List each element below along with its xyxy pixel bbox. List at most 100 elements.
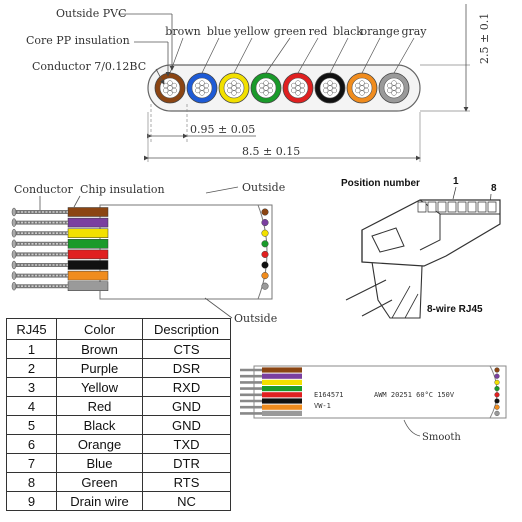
dim-height: 2.5 ± 0.1 [478,13,491,64]
flat-end-core [494,379,500,386]
flat-wire [240,373,302,379]
core-black [314,72,346,104]
color-name-orange: orange [360,25,399,38]
end-core [261,208,269,216]
contact-pin [417,201,427,213]
position-number-title: Position number [341,178,420,189]
color-name-red: red [309,25,328,38]
flat-end-core [494,404,500,410]
contact-pin [447,201,457,213]
core-brown [154,72,186,104]
print-line-2: VW-1 [314,402,331,410]
flat-wire [240,379,302,385]
color-name-brown: brown [165,25,200,38]
flat-end-core [494,398,500,404]
flat-wire-group [240,367,302,416]
core-orange [346,72,378,104]
core-gray [378,72,410,104]
flat-end-core [494,386,500,392]
pin-description: DTR [142,453,231,473]
color-name-yellow: yellow [233,25,270,38]
dim-width: 8.5 ± 0.15 [242,145,300,158]
end-core [261,219,269,227]
pin-color: Red [56,396,143,416]
pin-number: 5 [6,415,57,435]
flat-end-core [494,410,500,417]
pin-number: 3 [6,377,57,397]
contact-pin [467,201,477,213]
pin-description: RTS [142,472,231,492]
contact-pin [487,201,497,213]
label-conductor-side: Conductor [14,183,73,196]
flat-end-core [494,392,500,398]
end-core [261,282,269,290]
pin-description: GND [142,396,231,416]
header-description: Description [142,318,231,340]
flat-cable: E164571 VW-1 AWM 20251 60°C 150V Smooth [240,365,507,443]
pin-table-header: RJ45 Color Description [6,318,231,340]
side-wire [11,239,109,249]
label-outside-top: Outside [242,181,285,194]
side-wire [11,260,109,270]
pin-color: Purple [56,358,143,378]
flat-end-core [494,367,500,373]
end-core [261,272,269,280]
side-wire [11,217,109,228]
pin-color: Green [56,472,143,492]
header-color: Color [56,318,143,340]
flat-wire [240,367,302,373]
contact-pin [427,201,437,213]
end-core-group [261,208,269,290]
side-wire [11,281,109,291]
core-blue [186,72,218,104]
side-wire [11,270,109,281]
pin-color: Drain wire [56,491,143,511]
core-green [250,72,282,104]
color-name-blue: blue [207,25,231,38]
core-yellow [218,72,250,104]
pin-description: CTS [142,339,231,359]
side-wire [11,228,109,238]
pin-description: TXD [142,434,231,454]
dim-pitch: 0.95 ± 0.05 [190,123,255,136]
connector-caption: 8-wire RJ45 [427,304,483,315]
label-conductor: Conductor 7/0.12BC [32,60,146,73]
pin-number: 7 [6,453,57,473]
flat-wire [240,410,302,416]
side-wire-group [11,207,109,291]
end-core [261,240,269,248]
pin-description: RXD [142,377,231,397]
position-first: 1 [453,176,459,187]
pin-color: Black [56,415,143,435]
pin-number: 1 [6,339,57,359]
pin-number: 2 [6,358,57,378]
contact-pin [477,201,487,213]
print-rating: AWM 20251 60°C 150V [374,391,455,399]
position-last: 8 [491,183,497,194]
flat-end-core [494,373,500,379]
end-core [261,261,269,269]
pin-number: 6 [6,434,57,454]
side-view: Conductor Chip insulation Outside Outsid… [11,181,285,325]
pin-number: 4 [6,396,57,416]
pin-color: Yellow [56,377,143,397]
color-name-gray: gray [401,25,427,38]
contact-group [417,201,497,213]
color-name-black: black [333,25,363,38]
flat-end-group [494,367,500,417]
pin-number: 9 [6,491,57,511]
end-core [261,229,269,237]
color-name-green: green [274,25,306,38]
